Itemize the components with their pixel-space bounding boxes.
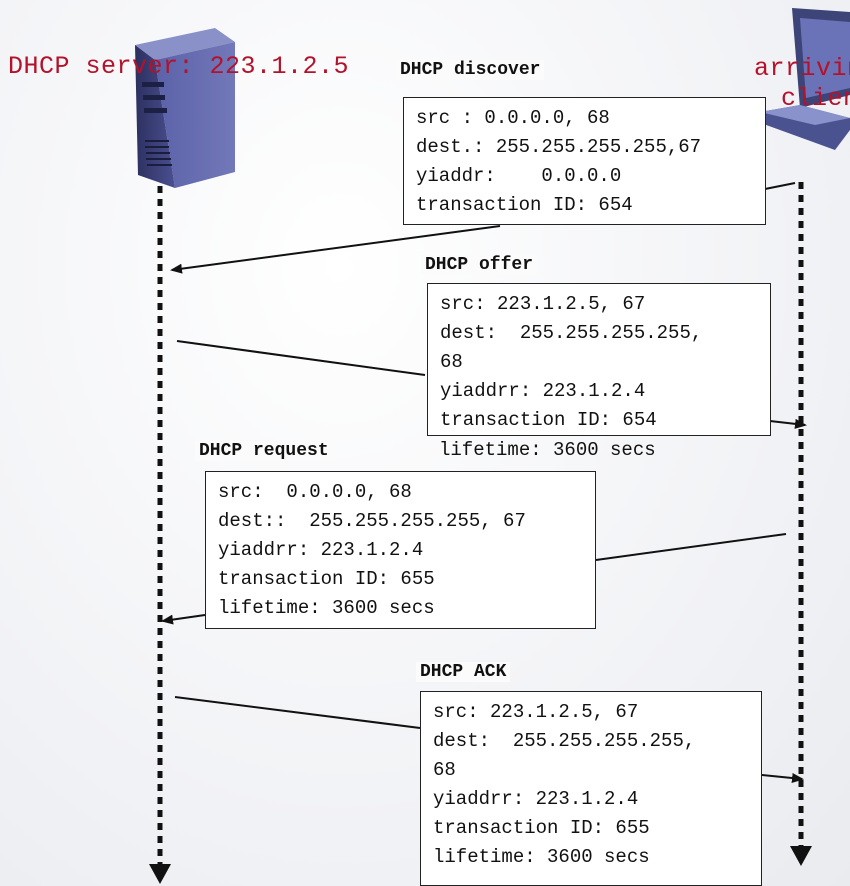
ack-box: src: 223.1.2.5, 67 dest: 255.255.255.255… [420,691,762,886]
offer-line: 68 [440,351,463,373]
client-label-line-2: client [781,84,850,113]
request-box: src: 0.0.0.0, 68 dest:: 255.255.255.255,… [205,471,596,629]
ack-arrow [174,696,804,783]
ack-line: 68 [433,759,456,781]
ack-line: transaction ID: 655 [433,817,650,839]
server-label: DHCP server: 223.1.2.5 [8,52,350,81]
ack-line: yiaddrr: 223.1.2.4 [433,788,639,810]
request-line: transaction ID: 655 [218,568,435,590]
discover-title: DHCP discover [396,60,545,80]
ack-line: dest: 255.255.255.255, [433,730,696,752]
request-line: src: 0.0.0.0, 68 [218,481,412,503]
request-arrow [161,533,787,625]
discover-line: dest.: 255.255.255.255,67 [416,136,702,158]
offer-arrow [176,340,807,429]
request-line: dest:: 255.255.255.255, 67 [218,510,526,532]
request-line: lifetime: 3600 secs [218,597,435,619]
offer-box: src: 223.1.2.5, 67 dest: 255.255.255.255… [427,283,771,436]
client-label-line-1: arriving [754,54,850,83]
offer-title: DHCP offer [421,255,538,275]
ack-title: DHCP ACK [416,662,511,682]
offer-line: yiaddrr: 223.1.2.4 [440,380,646,402]
discover-line: transaction ID: 654 [416,194,633,216]
client-timeline-arrowhead [790,846,812,866]
laptop-computer-icon [758,8,850,150]
server-timeline-arrowhead [149,864,171,884]
discover-box: src : 0.0.0.0, 68 dest.: 255.255.255.255… [403,97,766,225]
discover-line: src : 0.0.0.0, 68 [416,107,610,129]
offer-line: transaction ID: 654 [440,409,657,431]
request-line: yiaddrr: 223.1.2.4 [218,539,424,561]
ack-line: lifetime: 3600 secs [433,846,650,868]
request-title: DHCP request [195,441,333,461]
ack-line: src: 223.1.2.5, 67 [433,701,639,723]
discover-line: yiaddr: 0.0.0.0 [416,165,622,187]
offer-line: dest: 255.255.255.255, [440,322,703,344]
offer-line-overflow: lifetime: 3600 secs [439,439,656,461]
server-tower-icon [135,28,235,188]
offer-line: src: 223.1.2.5, 67 [440,293,646,315]
discover-arrow [170,182,796,274]
